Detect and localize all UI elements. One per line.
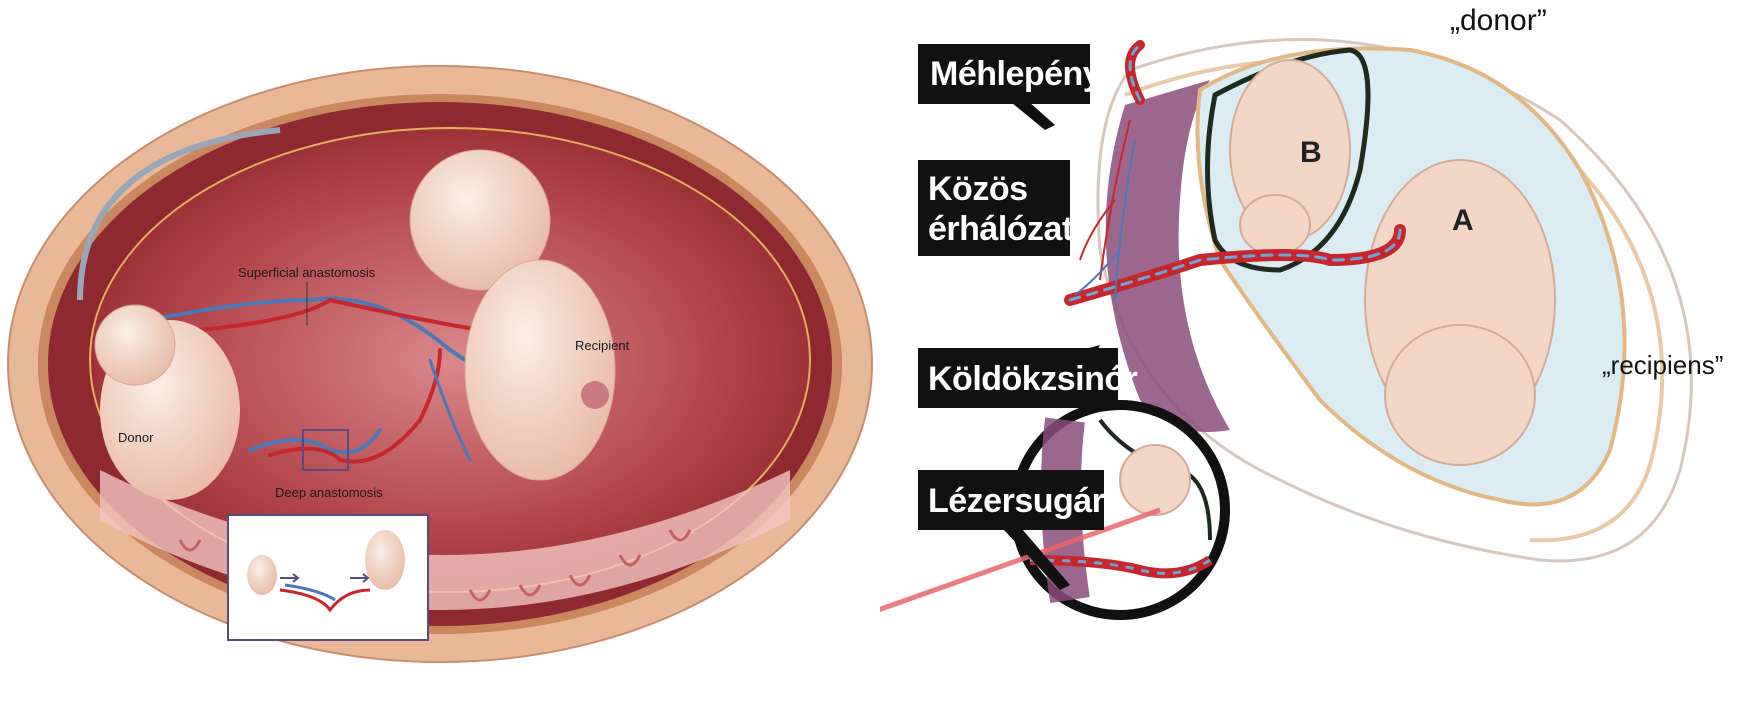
left-illustration: Superficial anastomosis Recipient Donor … <box>0 0 880 701</box>
callout-laser: Lézersugár <box>928 482 1105 520</box>
fetus-b-letter: B <box>1300 136 1322 169</box>
donor-label: Donor <box>118 430 154 445</box>
donor-quote-label: „donor” <box>1450 4 1547 38</box>
callout-placenta: Méhlepény <box>930 55 1102 93</box>
superficial-anastomosis-label: Superficial anastomosis <box>238 265 376 280</box>
deep-anastomosis-label: Deep anastomosis <box>275 485 383 500</box>
callout-vessels-line2: érhálózat <box>928 210 1073 248</box>
callout-cord: Köldökzsinór <box>928 360 1138 398</box>
recipient-label: Recipient <box>575 338 630 353</box>
fetus-a-letter: A <box>1452 204 1474 237</box>
uterus-cross-section-illustration: Superficial anastomosis Recipient Donor … <box>0 0 880 701</box>
recipiens-quote-label: „recipiens” <box>1602 350 1723 381</box>
callout-vessels-line1: Közös <box>928 170 1028 208</box>
